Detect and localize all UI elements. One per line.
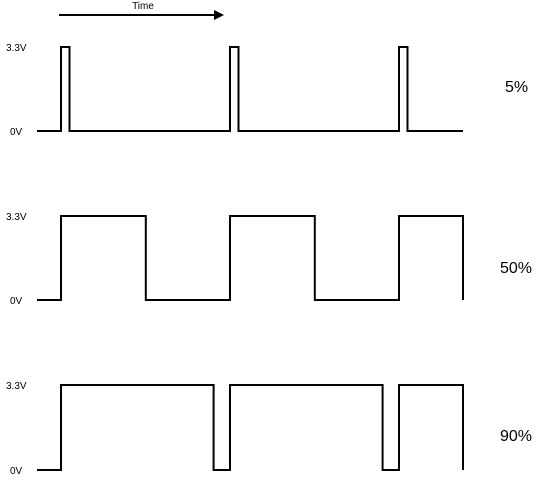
high-level-label: 3.3V	[6, 212, 27, 223]
wave-path	[37, 215, 464, 301]
high-level-label: 3.3V	[6, 381, 27, 392]
time-axis: Time	[59, 1, 224, 20]
duty-cycle-label: 5%	[505, 79, 528, 96]
waveform-90-percent: 3.3V 0V 90%	[6, 381, 532, 477]
low-level-label: 0V	[10, 127, 23, 138]
duty-cycle-label: 90%	[500, 428, 532, 445]
wave-path	[37, 384, 464, 471]
waveform-5-percent: 3.3V 0V 5%	[6, 43, 528, 138]
waveform-50-percent: 3.3V 0V 50%	[6, 212, 532, 307]
duty-cycle-label: 50%	[500, 260, 532, 277]
time-label: Time	[132, 1, 154, 12]
low-level-label: 0V	[10, 296, 23, 307]
low-level-label: 0V	[10, 466, 23, 477]
high-level-label: 3.3V	[6, 43, 27, 54]
wave-path	[37, 46, 463, 132]
